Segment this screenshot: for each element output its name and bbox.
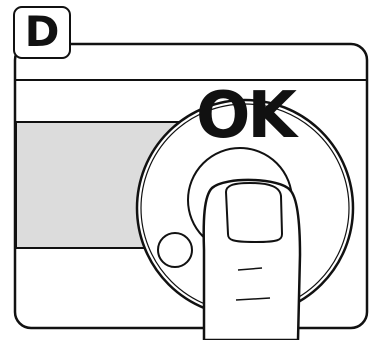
ok-button-label: OK <box>190 84 300 148</box>
step-letter: D <box>25 11 60 53</box>
step-badge: D <box>13 6 71 59</box>
fingernail <box>226 183 282 242</box>
small-round-button <box>158 233 192 267</box>
